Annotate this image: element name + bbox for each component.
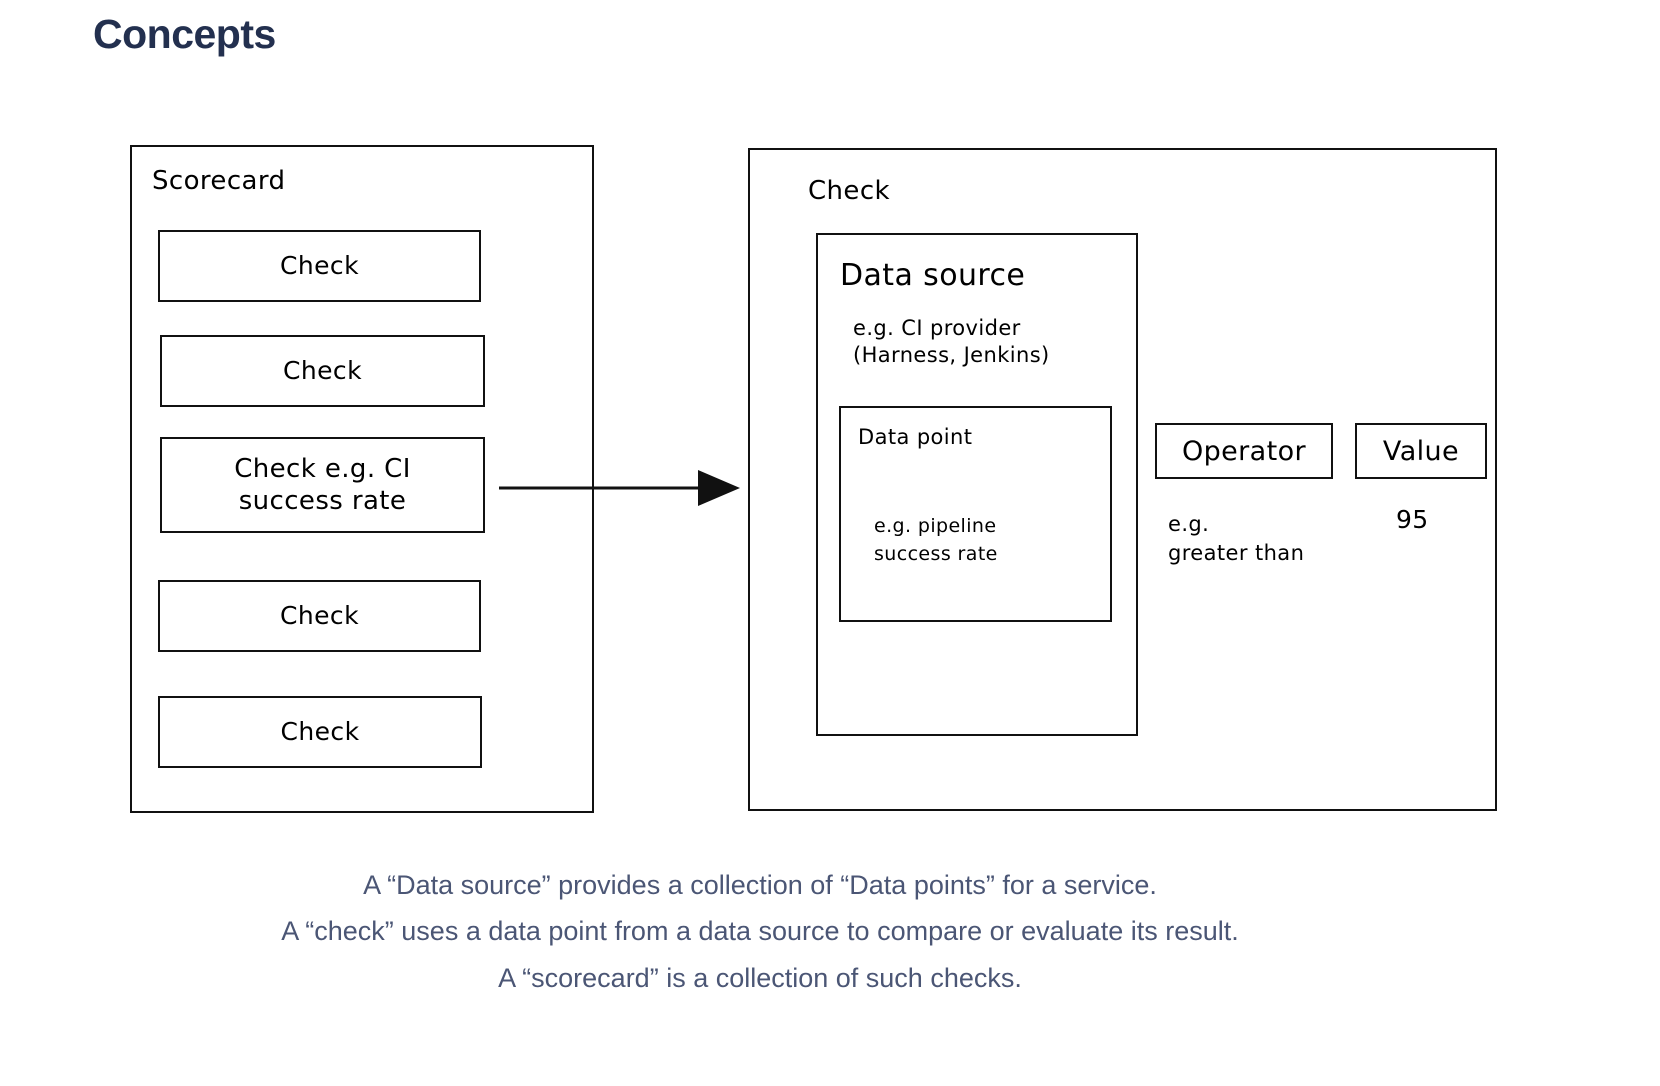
operator-box: Operator xyxy=(1155,423,1333,479)
caption-line-2: A “check” uses a data point from a data … xyxy=(281,916,1239,947)
scorecard-check-item-5[interactable]: Check xyxy=(158,696,482,768)
data-point-box xyxy=(839,406,1112,622)
scorecard-label: Scorecard xyxy=(152,166,286,196)
caption-line-1: A “Data source” provides a collection of… xyxy=(363,870,1157,900)
scorecard-check-item-2[interactable]: Check xyxy=(160,335,485,407)
caption-line-3: A “scorecard” is a collection of such ch… xyxy=(498,962,1022,993)
operator-note: e.g. greater than xyxy=(1168,512,1305,566)
data-point-note: e.g. pipeline success rate xyxy=(874,515,998,565)
value-box: Value xyxy=(1355,423,1487,479)
scorecard-check-item-1[interactable]: Check xyxy=(158,230,481,302)
data-source-title: Data source xyxy=(840,258,1026,293)
page-title: Concepts xyxy=(93,11,276,57)
scorecard-check-item-4[interactable]: Check xyxy=(158,580,481,652)
data-source-note: e.g. CI provider (Harness, Jenkins) xyxy=(853,316,1050,367)
scorecard-check-item-3[interactable]: Check e.g. CI success rate xyxy=(160,437,485,533)
value-note: 95 xyxy=(1396,505,1429,534)
caption-block: A “Data source” provides a collection of… xyxy=(0,862,1520,1001)
check-detail-label: Check xyxy=(808,176,890,206)
data-point-title: Data point xyxy=(858,425,973,449)
arrow-right-icon xyxy=(499,470,740,506)
